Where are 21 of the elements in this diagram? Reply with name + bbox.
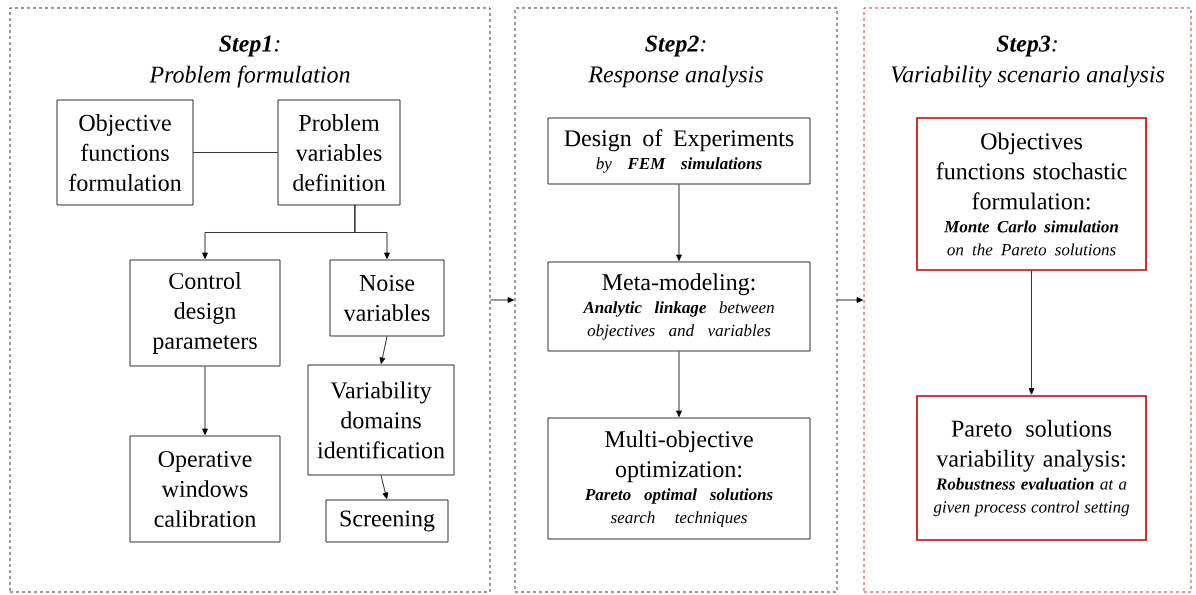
arrow xyxy=(490,297,514,303)
process-box: Objective functions formulation xyxy=(56,99,194,206)
process-box: Screening xyxy=(325,499,449,543)
process-box: Meta-modeling: Analytic linkage between objectives and variables xyxy=(547,261,811,352)
arrow xyxy=(1028,270,1035,395)
process-box: Noise variables xyxy=(329,259,445,337)
arrow xyxy=(202,366,208,435)
process-box: Design of Experiments by FEM simulations xyxy=(547,117,811,185)
process-box: Multi-objective optimization: Pareto optimal solutions search techniques xyxy=(547,417,811,540)
arrow xyxy=(379,336,388,364)
arrow xyxy=(354,204,390,259)
process-box: Pareto solutions variability analysis: Robustness evaluation at a given process control setting xyxy=(916,395,1147,541)
arrow xyxy=(837,297,863,303)
arrow xyxy=(380,475,389,499)
process-box: Variability domains identification xyxy=(307,364,455,476)
arrow xyxy=(676,351,682,417)
process-box: Operative windows calibration xyxy=(129,435,281,543)
arrow xyxy=(676,184,682,261)
process-box: Problem variables definition xyxy=(277,99,401,206)
process-box: Objectives functions stochastic formulation: Monte Carlo simulation on the Pareto solutions xyxy=(916,117,1147,271)
process-box: Control design parameters xyxy=(129,259,281,367)
